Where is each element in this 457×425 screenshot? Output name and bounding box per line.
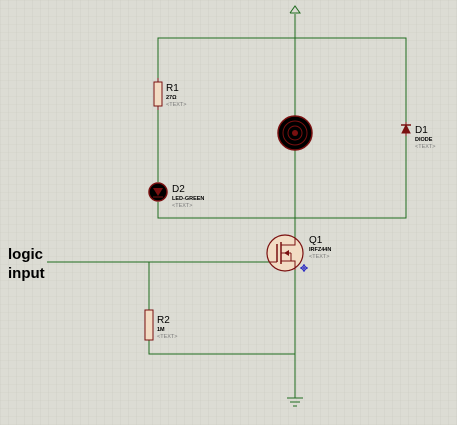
speaker-component[interactable] xyxy=(277,115,313,151)
r2-ref: R2 xyxy=(157,315,170,326)
speaker-icon xyxy=(292,130,298,136)
d1-ref: D1 xyxy=(415,125,428,136)
wire-d1-bottom xyxy=(295,136,407,219)
logic-input-line2: input xyxy=(8,265,45,282)
d2-text: <TEXT> xyxy=(172,203,192,209)
speaker-ring-1 xyxy=(282,120,308,146)
wires xyxy=(47,14,407,398)
r1-ref: R1 xyxy=(166,83,179,94)
r1-body xyxy=(153,81,163,107)
crosshair-marker[interactable] xyxy=(300,264,308,272)
d1-text: <TEXT> xyxy=(415,144,435,150)
wire-top-loop xyxy=(157,37,407,122)
speaker-ring-2 xyxy=(287,125,303,141)
led-d2[interactable]: D2 LED-GREEN <TEXT> xyxy=(148,182,204,209)
q1-ref: Q1 xyxy=(309,235,323,246)
d2-ref: D2 xyxy=(172,184,185,195)
resistor-r2[interactable]: R2 1M <TEXT> xyxy=(144,309,177,341)
q1-source-line xyxy=(281,260,296,270)
crosshair-icon xyxy=(300,264,308,272)
q1-text: <TEXT> xyxy=(309,254,329,260)
q1-drain-line xyxy=(281,238,296,246)
resistor-r1[interactable]: R1 27Ω <TEXT> xyxy=(153,78,186,110)
diode-d1[interactable]: D1 DIODE <TEXT> xyxy=(401,122,435,150)
r2-text: <TEXT> xyxy=(157,334,177,340)
d2-value: LED-GREEN xyxy=(172,196,204,202)
ground-symbol[interactable] xyxy=(287,397,303,407)
wire-d2-drain xyxy=(157,202,295,219)
q1-value: IRFZ44N xyxy=(309,247,331,253)
mosfet-q1[interactable]: Q1 IRFZ44N <TEXT> xyxy=(266,234,331,272)
d1-value: DIODE xyxy=(415,137,433,143)
q1-arrow-icon xyxy=(284,250,289,256)
r2-value: 1M xyxy=(157,327,165,333)
power-terminal[interactable] xyxy=(289,5,301,14)
power-arrow-icon xyxy=(289,5,301,14)
r1-value: 27Ω xyxy=(166,95,177,101)
logic-input-label: logic input xyxy=(8,246,45,282)
wire-r2-ground xyxy=(148,340,295,355)
d2-diode-icon xyxy=(153,188,163,196)
r2-body xyxy=(144,309,154,341)
logic-input-line1: logic xyxy=(8,246,43,263)
r1-text: <TEXT> xyxy=(166,102,186,108)
